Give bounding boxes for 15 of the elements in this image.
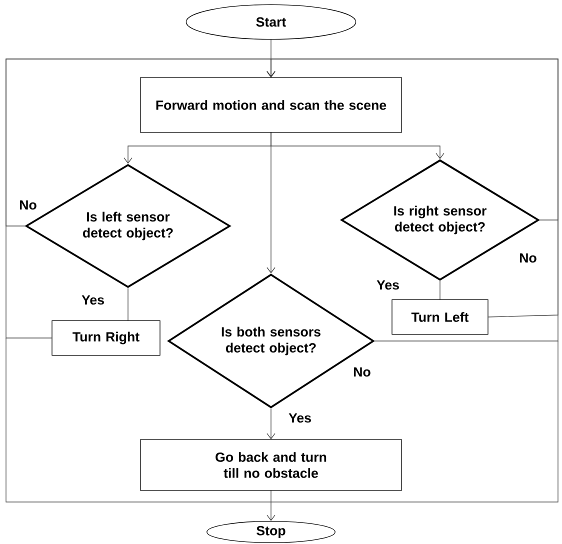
terminal-oval: Stop (206, 521, 336, 543)
arrow (266, 490, 276, 521)
edge-label: Yes (82, 295, 104, 305)
process-box: Go back and turn till no obstacle (140, 439, 402, 491)
edge-label: No (354, 367, 370, 377)
edge-label: Yes (376, 280, 399, 290)
process-box: Turn Left (392, 299, 488, 335)
process-box: Forward motion and scan the scene (140, 77, 402, 133)
arrow (266, 132, 276, 274)
edge-label: Yes (288, 413, 311, 423)
edge-label: No (20, 200, 36, 210)
arrow (266, 408, 276, 440)
process-box: Turn Right (52, 320, 160, 356)
edge-label: No (520, 253, 536, 263)
terminal-oval: Start (186, 4, 356, 40)
